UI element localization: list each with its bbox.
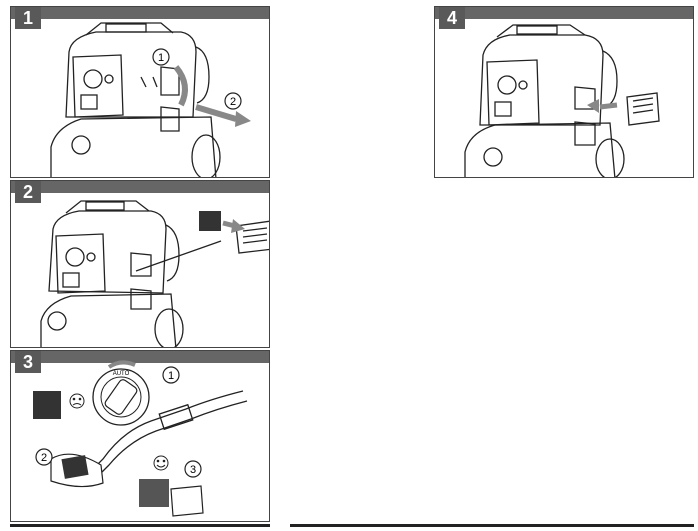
step-1-number: 1 bbox=[15, 7, 41, 29]
bottom-rule-right bbox=[290, 524, 694, 527]
svg-text:2: 2 bbox=[41, 452, 47, 464]
step-4-illustration bbox=[464, 24, 660, 177]
step-1-header-bar bbox=[11, 7, 269, 19]
step-3-callout-3: 3 bbox=[184, 460, 202, 478]
step-2-illustration bbox=[40, 200, 269, 347]
step-3-number: 3 bbox=[15, 351, 41, 373]
hose bbox=[90, 390, 248, 478]
svg-text:1: 1 bbox=[158, 52, 164, 64]
step-1-illustration: 1 2 bbox=[50, 22, 251, 177]
smile-face-icon bbox=[153, 455, 169, 471]
bottom-rule-left bbox=[10, 524, 270, 527]
step-2-header-bar bbox=[11, 181, 269, 193]
svg-text:1: 1 bbox=[168, 370, 174, 382]
step-3-callout-2: 2 bbox=[35, 448, 53, 466]
step-1-callout-2: 2 bbox=[224, 92, 242, 110]
clean-filter bbox=[139, 479, 169, 507]
step-4-panel: 4 bbox=[434, 6, 694, 178]
step-3-callout-1: 1 bbox=[162, 366, 180, 384]
step-3-panel: 3 AUTO 1 bbox=[10, 350, 270, 522]
step-2-number: 2 bbox=[15, 181, 41, 203]
step-3-header-bar bbox=[11, 351, 269, 363]
svg-text:2: 2 bbox=[230, 96, 236, 108]
step-1-callout-1: 1 bbox=[152, 48, 170, 66]
step-4-header-bar bbox=[435, 7, 693, 19]
dirty-filter bbox=[33, 391, 61, 419]
step-3-illustration: AUTO 1 2 3 bbox=[33, 360, 248, 517]
mode-dial: AUTO bbox=[92, 360, 150, 426]
sad-face-icon bbox=[69, 393, 85, 409]
step-4-number: 4 bbox=[439, 7, 465, 29]
svg-text:3: 3 bbox=[190, 464, 196, 476]
step-1-panel: 1 1 bbox=[10, 6, 270, 178]
step-2-panel: 2 bbox=[10, 180, 270, 348]
svg-text:AUTO: AUTO bbox=[113, 371, 130, 377]
